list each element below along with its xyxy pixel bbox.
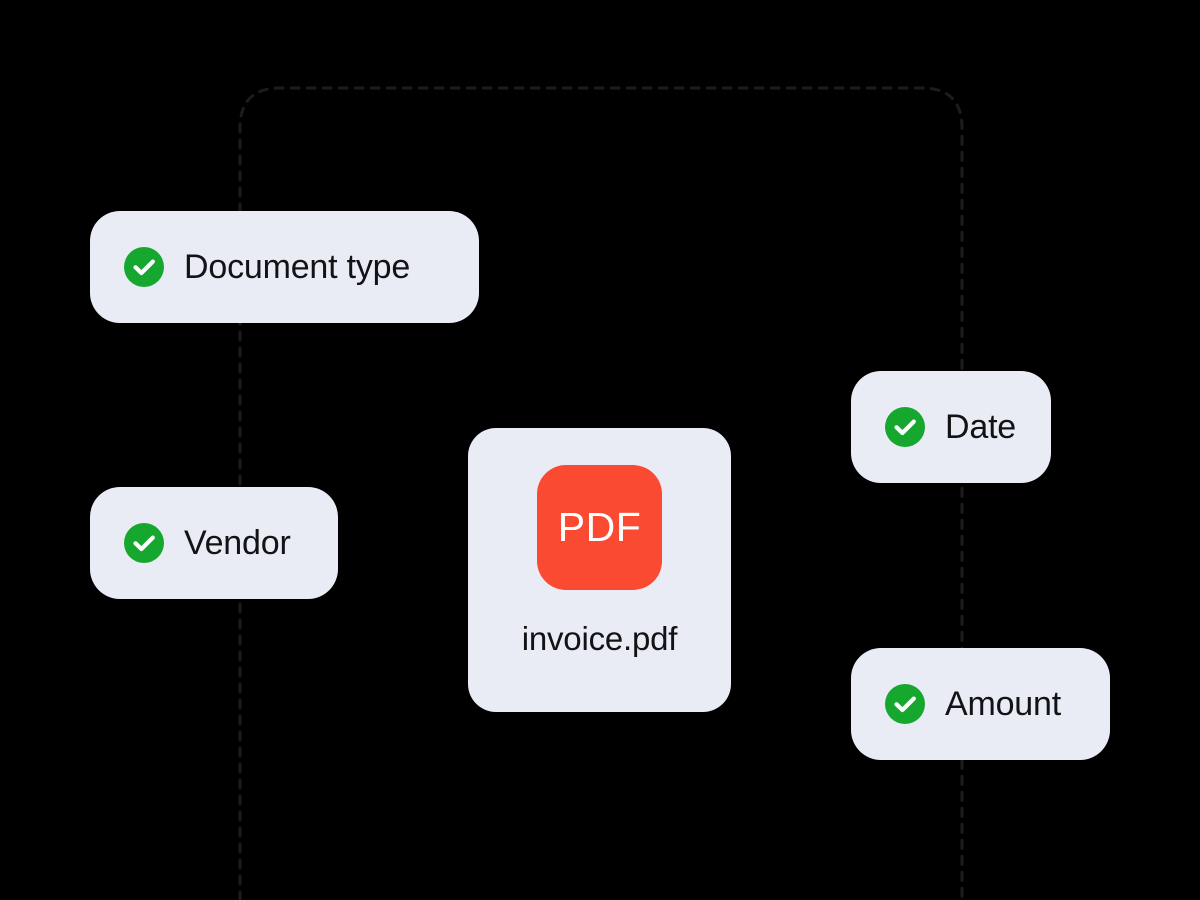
file-name-label: invoice.pdf	[521, 620, 678, 657]
pdf-file-icon: PDF	[537, 465, 662, 590]
pdf-icon-label: PDF	[557, 504, 642, 550]
check-circle-icon	[124, 247, 164, 287]
field-pill-label: Vendor	[184, 524, 291, 562]
field-pill-label: Date	[945, 408, 1017, 446]
field-pill-document-type[interactable]: Document type	[90, 211, 479, 323]
field-pill-date[interactable]: Date	[851, 371, 1051, 483]
check-circle-icon	[885, 407, 925, 447]
file-card[interactable]: PDF invoice.pdf	[468, 428, 731, 712]
field-pill-vendor[interactable]: Vendor	[90, 487, 338, 599]
field-pill-label: Document type	[184, 248, 411, 286]
field-pill-label: Amount	[945, 685, 1061, 723]
check-circle-icon	[885, 684, 925, 724]
check-circle-icon	[124, 523, 164, 563]
field-pill-amount[interactable]: Amount	[851, 648, 1110, 760]
